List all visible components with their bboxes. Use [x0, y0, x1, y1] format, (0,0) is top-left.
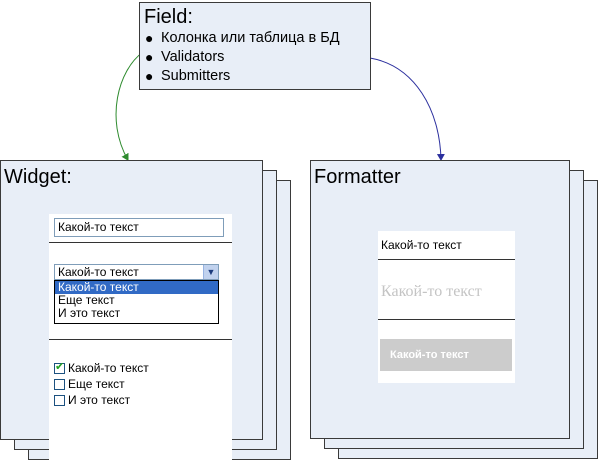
divider: [49, 242, 232, 243]
divider: [49, 339, 232, 340]
chevron-down-icon[interactable]: ▼: [203, 265, 218, 279]
formatter-panel: Какой-то текст Какой-то текст Какой-то т…: [378, 231, 515, 383]
select-dropdown-list: Какой-то текст Еще текст И это текст: [54, 280, 219, 324]
divider: [378, 319, 515, 320]
formatter-serif-text: Какой-то текст: [381, 283, 482, 300]
field-item: ●Validators: [145, 49, 225, 65]
select-option[interactable]: И это текст: [58, 306, 121, 320]
field-item: ●Submitters: [145, 68, 231, 84]
bullet-icon: ●: [145, 68, 154, 84]
select-option[interactable]: Какой-то текст: [55, 281, 218, 294]
bullet-icon: ●: [145, 30, 154, 46]
checkbox-row[interactable]: Еще текст: [54, 376, 125, 392]
formatter-title: Formatter: [314, 166, 401, 188]
select-value: Какой-то текст: [58, 265, 139, 279]
field-box: Field: ●Колонка или таблица в БД ●Valida…: [139, 2, 371, 90]
formatter-plain-text: Какой-то текст: [381, 238, 462, 252]
checkbox-icon[interactable]: [54, 379, 65, 390]
checkbox-row[interactable]: И это текст: [54, 392, 130, 408]
checkbox-checked-icon[interactable]: ✔: [54, 361, 65, 374]
checkbox-row[interactable]: ✔Какой-то текст: [54, 361, 149, 375]
divider: [378, 259, 515, 260]
formatter-card: Formatter Какой-то текст Какой-то текст …: [310, 160, 570, 439]
widget-text-input[interactable]: Какой-то текст: [54, 218, 224, 237]
select-option[interactable]: Еще текст: [58, 293, 115, 307]
field-item: ●Колонка или таблица в БД: [145, 30, 340, 46]
widget-title: Widget:: [4, 166, 72, 188]
widget-panel: Какой-то текст Какой-то текст ▼ Какой-то…: [49, 214, 232, 471]
bullet-icon: ●: [145, 49, 154, 65]
widget-select[interactable]: Какой-то текст ▼: [54, 264, 219, 280]
field-list: ●Колонка или таблица в БД ●Validators ●S…: [143, 29, 340, 86]
field-title: Field:: [144, 6, 193, 28]
widget-card: Widget: Какой-то текст Какой-то текст ▼ …: [0, 160, 263, 471]
checkbox-icon[interactable]: [54, 395, 65, 406]
formatter-bar-text: Какой-то текст: [380, 339, 512, 371]
arrow-field-to-formatter: [369, 57, 445, 161]
